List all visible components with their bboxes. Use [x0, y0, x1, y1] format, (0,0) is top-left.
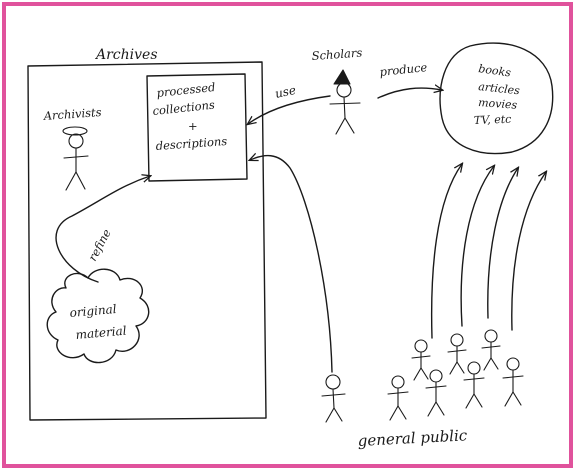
output-line-1: books — [478, 62, 512, 79]
use-arrow — [248, 95, 331, 124]
public-figure-icon — [463, 361, 485, 409]
output-line-3: movies — [478, 96, 518, 112]
public-figure-icon — [387, 375, 409, 421]
scholar-figure-icon — [329, 69, 361, 135]
output-bubble — [439, 42, 554, 155]
scholars-label: Scholars — [311, 45, 363, 63]
public-figure-icon — [447, 333, 467, 375]
archivists-label: Archivists — [42, 105, 102, 123]
public-crowd — [387, 329, 524, 421]
produce-arrow — [377, 88, 442, 99]
public-figure-icon — [481, 329, 501, 371]
archivist-figure-icon — [62, 126, 89, 191]
public-figure-icon — [425, 369, 447, 417]
public-to-output-arrow-3 — [487, 168, 518, 319]
processed-line-3: + — [188, 119, 198, 133]
archives-box — [27, 61, 267, 421]
public-to-output-arrow-2 — [460, 166, 494, 327]
public-figure-icon — [502, 357, 524, 407]
produce-label: produce — [379, 60, 428, 79]
public-figure-icon — [321, 374, 346, 423]
archives-label: Archives — [94, 47, 158, 63]
original-line-2: material — [75, 324, 127, 342]
public-to-archives-arrow — [250, 156, 333, 373]
refine-arrow — [55, 176, 150, 283]
processed-line-1: processed — [156, 80, 216, 100]
processed-line-2: collections — [152, 98, 216, 118]
public-figure-icon — [411, 339, 431, 381]
output-line-2: articles — [478, 80, 521, 97]
original-line-1: original — [69, 302, 117, 320]
processed-line-4: descriptions — [155, 134, 227, 153]
public-to-output-arrow-4 — [511, 172, 546, 331]
refine-label: refine — [85, 226, 114, 263]
use-label: use — [274, 83, 297, 101]
general-public-label: general public — [357, 426, 468, 450]
processed-collections-box — [146, 73, 248, 182]
output-line-4: TV, etc — [474, 113, 512, 127]
original-material-cloud — [46, 268, 150, 364]
public-to-output-arrow-1 — [430, 164, 462, 339]
